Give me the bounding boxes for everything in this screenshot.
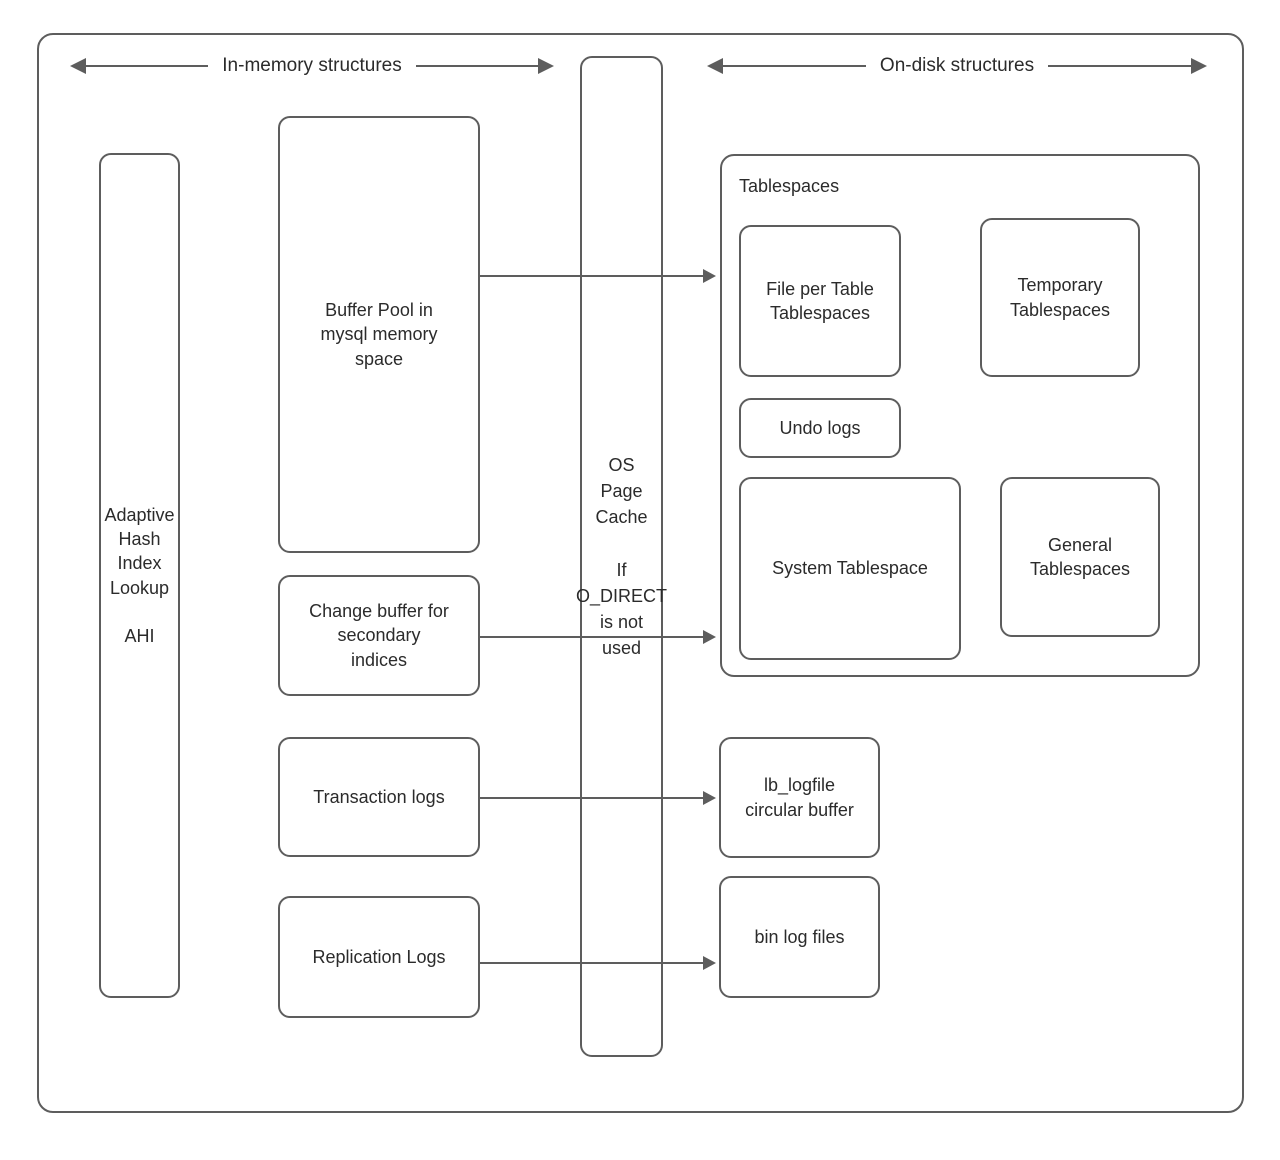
file-per-table-tablespaces-label: File per Table Tablespaces (766, 278, 874, 323)
connector-buffer-pool-to-file-per-table (480, 275, 705, 277)
temporary-tablespaces-label: Temporary Tablespaces (1009, 275, 1111, 320)
header-rule-left (86, 65, 209, 67)
transaction-logs-label: Transaction logs (313, 786, 445, 807)
file-per-table-tablespaces-box[interactable]: File per Table Tablespaces (739, 225, 901, 377)
adaptive-hash-index-label: Adaptive Hash Index Lookup AHI (104, 505, 175, 646)
header-rule-left (723, 65, 866, 67)
arrow-right-icon (538, 58, 555, 74)
connector-change-buffer-to-system-tablespace (480, 636, 705, 638)
connector-replication-logs-to-bin-log-files (480, 962, 705, 964)
tablespaces-group-label: Tablespaces (739, 176, 840, 196)
on-disk-structures-header: On-disk structures (707, 52, 1207, 80)
bin-log-files-box[interactable]: bin log files (719, 876, 880, 998)
on-disk-structures-label: On-disk structures (879, 55, 1035, 76)
connector-arrowhead-icon (703, 791, 716, 805)
change-buffer-label: Change buffer for secondary indices (309, 601, 449, 670)
adaptive-hash-index-box[interactable]: Adaptive Hash Index Lookup AHI (99, 153, 180, 998)
general-tablespaces-box[interactable]: General Tablespaces (1000, 477, 1160, 637)
connector-arrowhead-icon (703, 269, 716, 283)
change-buffer-box[interactable]: Change buffer for secondary indices (278, 575, 480, 696)
lb-logfile-circular-buffer-box[interactable]: lb_logfile circular buffer (719, 737, 880, 858)
temporary-tablespaces-box[interactable]: Temporary Tablespaces (980, 218, 1140, 377)
os-page-cache-box[interactable]: OS Page Cache If O_DIRECT is not used (576, 56, 667, 1057)
header-rule-right (1048, 65, 1191, 67)
arrow-left-icon (70, 58, 86, 74)
system-tablespace-box[interactable]: System Tablespace (739, 477, 961, 660)
buffer-pool-box[interactable]: Buffer Pool in mysql memory space (278, 116, 480, 553)
connector-transaction-logs-to-logfile (480, 797, 705, 799)
connector-arrowhead-icon (703, 630, 716, 644)
tablespaces-group-frame (720, 154, 1200, 677)
in-memory-structures-label: In-memory structures (222, 55, 402, 76)
general-tablespaces-label: General Tablespaces (1029, 534, 1131, 579)
replication-logs-box[interactable]: Replication Logs (278, 896, 480, 1018)
bin-log-files-label: bin log files (754, 927, 845, 947)
header-rule-right (415, 65, 539, 67)
replication-logs-label: Replication Logs (312, 946, 446, 967)
undo-logs-box[interactable]: Undo logs (739, 398, 901, 458)
transaction-logs-box[interactable]: Transaction logs (278, 737, 480, 857)
in-memory-structures-header: In-memory structures (70, 52, 555, 80)
os-page-cache-label: OS Page Cache If O_DIRECT is not used (576, 455, 668, 658)
system-tablespace-label: System Tablespace (772, 558, 928, 579)
undo-logs-label: Undo logs (779, 417, 861, 438)
arrow-left-icon (707, 58, 723, 74)
buffer-pool-label: Buffer Pool in mysql memory space (320, 300, 438, 369)
lb-logfile-circular-buffer-label: lb_logfile circular buffer (745, 775, 854, 820)
connector-arrowhead-icon (703, 956, 716, 970)
arrow-right-icon (1191, 58, 1207, 74)
diagram-outer-frame (37, 33, 1244, 1113)
